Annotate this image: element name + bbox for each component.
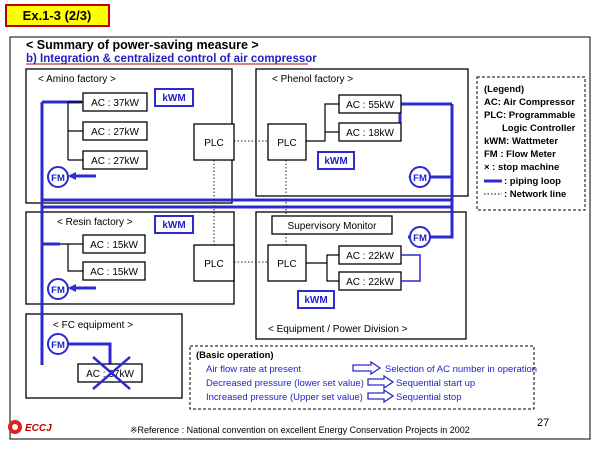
wattmeter-box [297,290,335,309]
legend-line: : piping loop [504,176,561,187]
flow-meter-icon [47,166,69,188]
plc-label: PLC [204,259,223,270]
compressor-label: AC : 22kW [346,277,394,288]
wattmeter-label: kWM [162,220,185,231]
compressor-box [82,234,146,254]
plc-box [267,123,307,161]
legend-line: : Network line [504,189,566,200]
fc-pipe-branch [68,342,112,364]
wattmeter-label: kWM [162,93,185,104]
id-badge-text: Ex.1-3 (2/3) [23,8,92,23]
compressor-box [82,92,148,112]
wattmeter-box [154,215,194,234]
compressor-box [338,122,402,142]
logo-text: ECCJ [25,423,52,434]
compressor-label: AC : 15kW [90,267,138,278]
operation-condition: Air flow rate at present [206,364,301,375]
compressor-label: AC : 18kW [346,128,394,139]
plc-box [193,123,235,161]
right-arrow-icon [352,360,382,376]
flow-meter-label: FM [51,340,65,351]
plc-box [193,244,235,282]
compressor-label: AC : 55kW [346,100,394,111]
eccj-logo: ECCJ [8,420,52,434]
right-arrow-icon [367,388,395,404]
basic-operation-box [189,345,535,410]
flow-meter-label: FM [51,285,65,296]
operation-action: Selection of AC number in operation [385,364,537,375]
operation-action: Sequential start up [396,378,475,389]
resin-factory-title: < Resin factory > [57,217,133,228]
legend-title: (Legend) [484,84,524,95]
operation-condition: Increased pressure (Upper set value) [206,392,363,403]
compressor-label: AC : 27kW [91,127,139,138]
compressor-box [82,150,148,170]
flow-meter-label: FM [413,233,427,244]
amino-factory-title: < Amino factory > [38,74,116,85]
plc-box [267,244,307,282]
legend-line: Logic Controller [502,123,576,134]
legend-box [476,76,586,211]
operation-action: Sequential stop [396,392,462,403]
supervisory-monitor-box [271,215,393,235]
compressor-label: AC : 15kW [90,240,138,251]
compressor-box [82,261,146,281]
legend-line: PLC: Programmable [484,110,575,121]
flow-meter-label: FM [51,173,65,184]
x-stop-icon [92,356,131,390]
flow-meter-icon [47,278,69,300]
operation-condition: Decreased pressure (lower set value) [206,378,364,389]
network-lines [213,140,287,263]
wattmeter-box [317,151,355,170]
plc-label: PLC [204,138,223,149]
legend-line: FM : Flow Meter [484,149,556,160]
compressor-label: AC : 22kW [346,251,394,262]
legend-line: AC: Air Compressor [484,97,575,108]
wattmeter-box [154,88,194,107]
compressor-box [338,94,402,114]
slide-frame [9,36,591,440]
flow-meter-label: FM [413,173,427,184]
compressor-label: AC : 27kW [91,156,139,167]
compressor-box [82,121,148,141]
equipment-pipe-branch [401,254,421,282]
legend-line: kWM: Wattmeter [484,136,558,147]
basic-operation-title: (Basic operation) [196,350,274,361]
page-subheading: b) Integration & centralized control of … [26,53,317,65]
id-badge: Ex.1-3 (2/3) [5,4,110,27]
plc-label: PLC [277,259,296,270]
fc-equipment-box [25,313,183,399]
page-number: 27 [537,417,549,429]
page-heading: < Summary of power-saving measure > [26,38,259,52]
supervisory-monitor-label: Supervisory Monitor [288,221,378,232]
amino-ac-group: AC : 37kW AC : 27kW AC : 27kW [67,92,148,170]
equipment-plc-connector [306,254,339,282]
flow-meter-icon [409,166,431,188]
flow-meter-icon [409,226,431,248]
equipment-division-title: < Equipment / Power Division > [268,324,408,335]
phenol-factory-title: < Phenol factory > [272,74,353,85]
reference-footnote: ※Reference : National convention on exce… [130,425,470,435]
right-arrow-icon [367,374,395,390]
wattmeter-label: kWM [324,156,347,167]
compressor-label: AC : 37kW [91,98,139,109]
wattmeter-label: kWM [304,295,327,306]
plc-label: PLC [277,138,296,149]
legend-line: × : stop machine [484,162,559,173]
resin-ac-connector [60,243,83,272]
phenol-plc-connector [306,103,339,142]
fc-equipment-title: < FC equipment > [53,320,133,331]
